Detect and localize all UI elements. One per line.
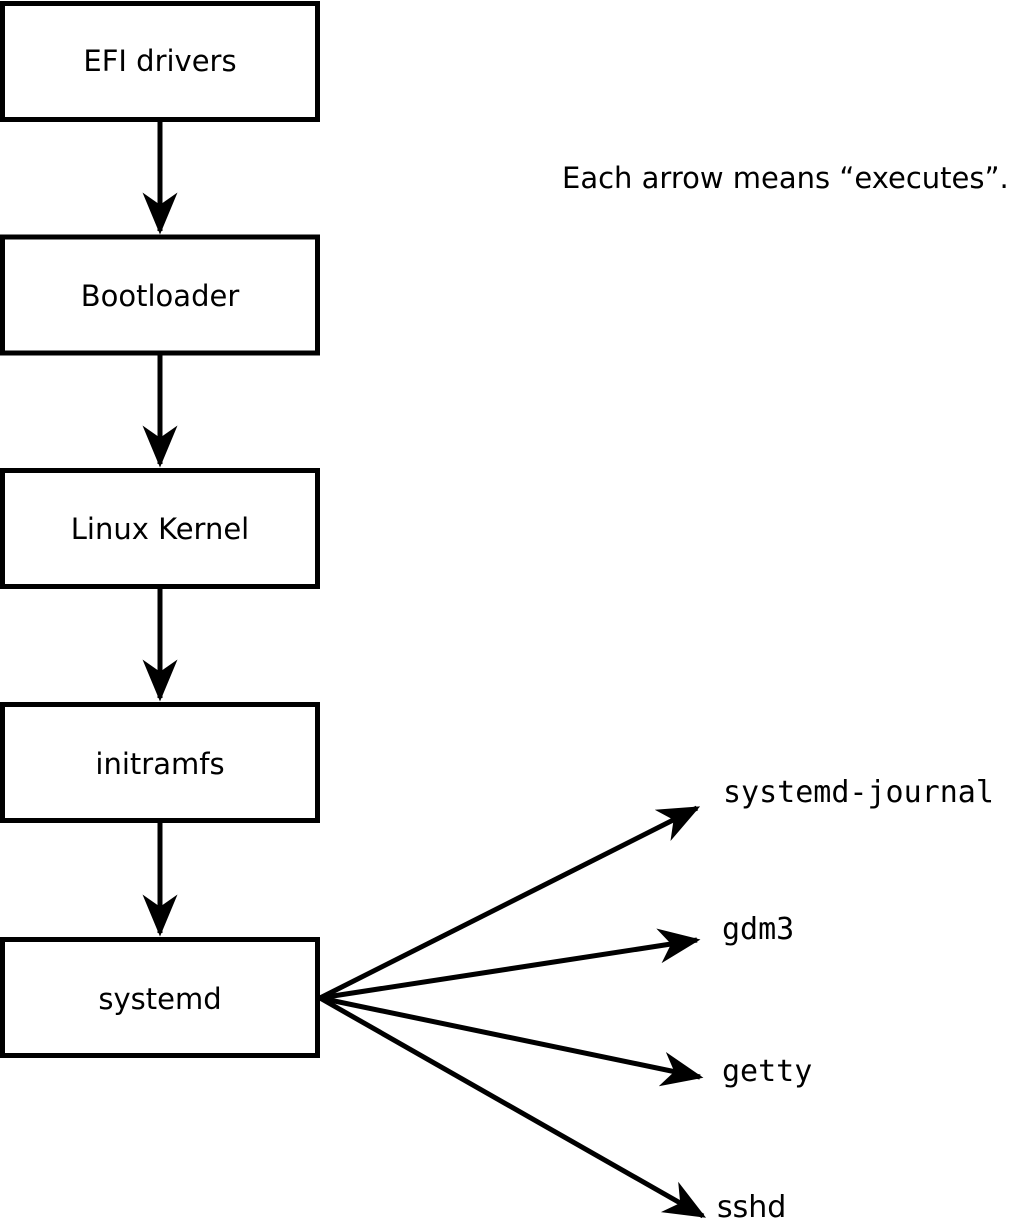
initramfs-box (0, 702, 320, 823)
linux-kernel-label: Linux Kernel (71, 512, 249, 546)
arrow-systemd-to-sshd-icon (318, 995, 707, 1219)
arrow-systemd-to-journal-icon (318, 805, 701, 1001)
fanout-arrows (318, 805, 707, 1219)
bootloader-box (0, 234, 320, 356)
systemd-label: systemd (98, 982, 221, 1016)
systemd-journal-label: systemd-journal (723, 775, 994, 810)
arrow-systemd-to-getty-icon (319, 995, 704, 1087)
sshd-label: sshd (717, 1190, 786, 1225)
fanout-labels: systemd-journal gdm3 getty sshd (717, 775, 994, 1225)
arrow-systemd-to-gdm3-icon (319, 928, 701, 1001)
gdm3-label: gdm3 (722, 912, 794, 947)
initramfs-label: initramfs (95, 747, 224, 781)
linux-kernel-box (0, 468, 320, 589)
bootloader-label: Bootloader (81, 279, 240, 313)
getty-label: getty (722, 1054, 812, 1089)
efi-drivers-box (0, 1, 320, 122)
legend-note: Each arrow means “executes”. (562, 161, 1009, 195)
chain-nodes: EFI drivers Bootloader Linux Kernel init… (0, 1, 320, 1058)
efi-drivers-label: EFI drivers (83, 44, 236, 78)
systemd-box (0, 937, 320, 1058)
